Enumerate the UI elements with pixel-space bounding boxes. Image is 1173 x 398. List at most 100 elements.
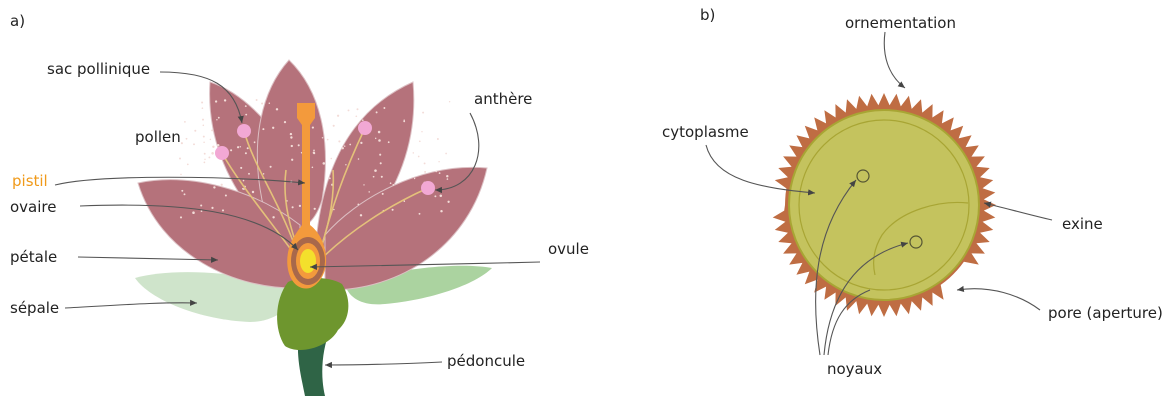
pollen-grain-figure — [773, 93, 996, 317]
pollen-speck — [212, 146, 214, 148]
pollen-speck — [390, 182, 392, 184]
pollen-speck — [180, 174, 182, 176]
pollen-speck — [262, 128, 264, 130]
pollen-speck — [201, 101, 203, 103]
pollen-speck — [284, 121, 286, 123]
pollen-speck — [374, 169, 377, 172]
label-anthere: anthère — [474, 90, 532, 108]
pollen-speck — [184, 193, 186, 195]
pollen-speck — [242, 188, 244, 190]
pollen-speck — [202, 119, 204, 121]
pollen-speck — [388, 141, 390, 143]
panel-label-b: b) — [700, 6, 715, 24]
pollen-speck — [276, 108, 278, 110]
pollen-speck — [240, 167, 242, 169]
pollen-speck — [292, 206, 294, 208]
pollen-speck — [349, 144, 351, 146]
pollen-speck — [338, 140, 340, 142]
pollen-speck — [204, 162, 206, 164]
pollen-speck — [348, 109, 350, 111]
pollen-speck — [434, 195, 436, 197]
pollen-speck — [403, 120, 405, 122]
pollen-speck — [373, 176, 375, 178]
pollen-speck — [247, 147, 249, 149]
label-pedoncule: pédoncule — [447, 352, 525, 370]
pollen-speck — [421, 131, 422, 132]
pollen-speck — [256, 99, 258, 101]
pollen-speck — [204, 153, 206, 155]
pollen-speck — [447, 178, 449, 180]
pollen-speck — [272, 127, 274, 129]
pollen-speck — [290, 136, 292, 138]
pollen-speck — [299, 205, 301, 207]
label-ovule: ovule — [548, 240, 589, 258]
pollen-speck — [221, 184, 223, 186]
label-pollen: pollen — [135, 128, 181, 146]
pollen-speck — [200, 204, 202, 206]
pollen-speck — [440, 195, 443, 198]
pollen-speck — [240, 146, 241, 147]
pollen-speck — [202, 107, 204, 109]
pollen-speck — [192, 211, 195, 214]
pollen-speck — [187, 164, 189, 166]
label-petale: pétale — [10, 248, 57, 266]
label-cytoplasme: cytoplasme — [662, 123, 749, 141]
label-pistil: pistil — [12, 172, 48, 190]
pollen-speck — [181, 190, 183, 192]
pollen-speck — [211, 129, 213, 131]
pollen-speck — [362, 119, 364, 121]
pollen-speck — [345, 164, 346, 165]
pollen-speck — [203, 142, 205, 144]
pollen-speck — [418, 156, 420, 158]
pollen-speck — [211, 152, 214, 155]
pollen-speck — [383, 107, 385, 109]
pollen-speck — [447, 201, 449, 203]
pollen-speck — [368, 191, 370, 193]
anther — [358, 121, 372, 135]
label-sepale: sépale — [10, 299, 59, 317]
pollen-speck — [323, 162, 326, 165]
pollen-speck — [203, 136, 205, 138]
label-ornementation: ornementation — [845, 14, 956, 32]
pollen-speck — [419, 213, 421, 215]
pollen-speck — [204, 159, 205, 160]
pollen-speck — [193, 143, 195, 145]
pollen-speck — [218, 117, 220, 119]
pollen-speck — [379, 154, 381, 156]
pollen-speck — [422, 112, 424, 114]
pollen-speck — [230, 149, 232, 151]
pollen-speck — [222, 209, 224, 211]
pollen-speck — [414, 178, 415, 179]
pollen-speck — [342, 147, 344, 149]
pollen-speck — [269, 103, 270, 104]
pollen-speck — [179, 158, 181, 160]
pollen-speck — [330, 158, 332, 160]
pollen-speck — [392, 184, 394, 186]
pollen-speck — [181, 142, 183, 144]
pollen-speck — [392, 209, 394, 211]
pollen-speck — [378, 131, 381, 134]
pollen-speck — [211, 207, 213, 209]
pollen-speck — [216, 119, 217, 120]
receptacle — [277, 278, 348, 350]
pollen-speck — [438, 161, 439, 162]
label-ovaire: ovaire — [10, 198, 56, 216]
ovule-shape — [300, 249, 316, 273]
pollen-speck — [327, 139, 329, 141]
pollen-speck — [263, 173, 264, 174]
pollen-speck — [344, 145, 346, 147]
pollen-speck — [424, 171, 426, 173]
pollen-speck — [217, 144, 220, 147]
pollen-speck — [376, 111, 378, 113]
anther — [421, 181, 435, 195]
label-exine: exine — [1062, 215, 1103, 233]
flower-figure — [135, 60, 492, 396]
pollen-speck — [184, 121, 186, 123]
pollen-speck — [245, 105, 247, 107]
pollen-speck — [446, 175, 448, 177]
pollen-speck — [312, 127, 314, 129]
pollen-speck — [313, 152, 315, 154]
pollen-speck — [215, 100, 217, 102]
pollen-speck — [360, 214, 362, 216]
